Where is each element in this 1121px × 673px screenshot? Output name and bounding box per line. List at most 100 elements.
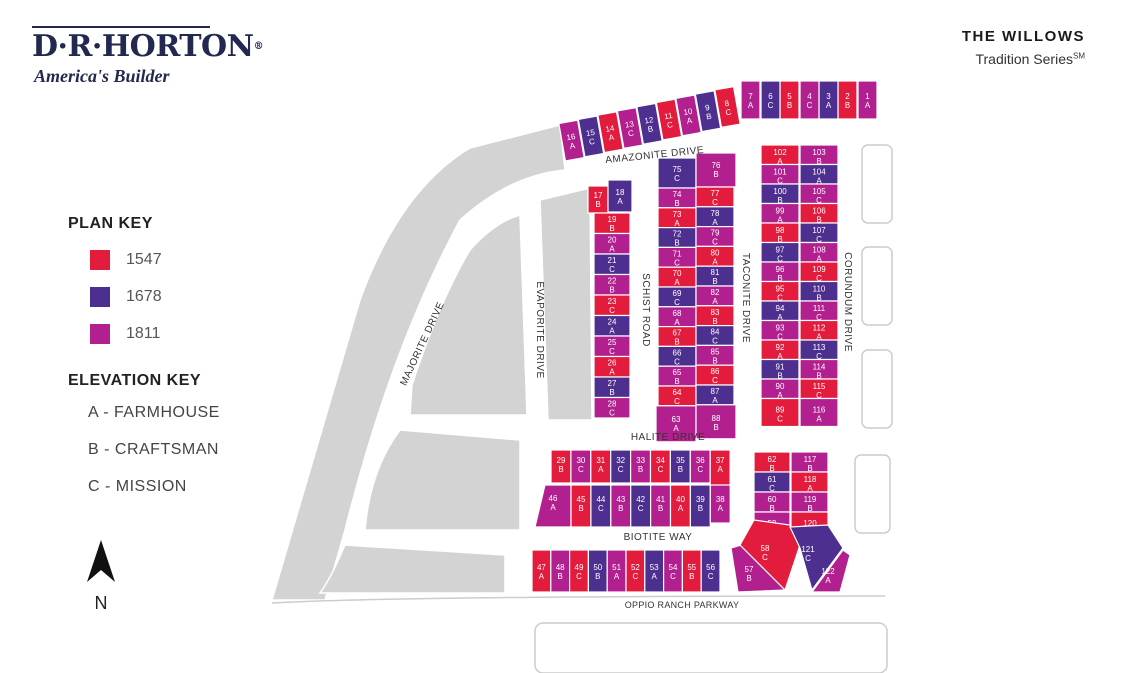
lot-67[interactable]: 67B	[657, 326, 697, 348]
lot-80[interactable]: 80A	[695, 245, 735, 267]
lot-74[interactable]: 74B	[657, 187, 697, 209]
lot-22[interactable]: 22B	[593, 273, 631, 296]
lot-93[interactable]: 93C	[760, 319, 800, 342]
lot-96[interactable]: 96B	[760, 261, 800, 283]
lot-89[interactable]: 89C	[760, 397, 800, 428]
lot-95[interactable]: 95C	[760, 280, 800, 303]
lot-23[interactable]: 23C	[593, 294, 631, 317]
lot-37[interactable]: 37A	[709, 449, 731, 491]
lot-92[interactable]: 92A	[760, 339, 800, 361]
lot-2[interactable]: 2B	[837, 80, 858, 120]
lot-34[interactable]: 34C	[649, 449, 671, 484]
lot-54[interactable]: 54C	[662, 549, 683, 593]
lot-41[interactable]: 41B	[649, 484, 672, 528]
lot-81[interactable]: 81B	[695, 265, 735, 287]
lot-82[interactable]: 82A	[695, 285, 735, 307]
lot-29[interactable]: 29B	[550, 449, 572, 484]
lot-61[interactable]: 61C	[753, 471, 791, 493]
lot-77[interactable]: 77C	[695, 186, 735, 208]
lot-36[interactable]: 36C	[689, 449, 711, 484]
lot-49[interactable]: 49C	[568, 549, 589, 593]
lot-20[interactable]: 20A	[593, 232, 631, 255]
lot-47[interactable]: 47A	[531, 549, 552, 593]
lot-86[interactable]: 86C	[695, 364, 735, 386]
lot-75[interactable]: 75C	[657, 157, 697, 189]
lot-30[interactable]: 30C	[570, 449, 592, 484]
lot-4[interactable]: 4C	[799, 80, 820, 120]
lot-35[interactable]: 35B	[669, 449, 691, 484]
lot-56[interactable]: 56C	[700, 549, 721, 593]
lot-48[interactable]: 48B	[550, 549, 571, 593]
lot-44[interactable]: 44C	[590, 484, 612, 528]
lot-16[interactable]: 16A	[558, 119, 585, 162]
lot-31[interactable]: 31A	[590, 449, 612, 484]
lot-21[interactable]: 21C	[593, 253, 631, 276]
lot-8[interactable]: 8C	[714, 85, 741, 129]
lot-15[interactable]: 15C	[577, 115, 605, 158]
lot-51[interactable]: 51A	[606, 549, 627, 593]
lot-85[interactable]: 85B	[695, 344, 735, 366]
lot-18[interactable]: 18A	[607, 179, 633, 213]
lot-33[interactable]: 33B	[629, 449, 652, 484]
lot-52[interactable]: 52C	[625, 549, 646, 593]
lot-69[interactable]: 69C	[657, 286, 697, 308]
lot-12[interactable]: 12B	[636, 102, 663, 145]
lot-71[interactable]: 71C	[657, 246, 697, 268]
lot-17[interactable]: 17B	[587, 185, 609, 214]
lot-73[interactable]: 73A	[657, 207, 697, 229]
lot-38[interactable]: 38A	[709, 484, 731, 524]
lot-5[interactable]: 5B	[779, 80, 800, 120]
lot-9[interactable]: 9B	[694, 90, 722, 133]
lot-94[interactable]: 94A	[760, 300, 800, 322]
lot-76[interactable]: 76B	[695, 152, 737, 188]
lot-7[interactable]: 7A	[740, 80, 761, 120]
lot-68[interactable]: 68A	[657, 306, 697, 328]
lot-14[interactable]: 14A	[597, 111, 624, 154]
lot-40[interactable]: 40A	[669, 484, 691, 528]
lot-62[interactable]: 62B	[753, 451, 791, 473]
lot-46[interactable]: 46A	[534, 484, 572, 528]
lot-72[interactable]: 72B	[657, 227, 697, 249]
lot-1[interactable]: 1A	[857, 80, 878, 120]
lot-27[interactable]: 27B	[593, 376, 631, 399]
lot-65[interactable]: 65B	[657, 365, 697, 387]
lot-6[interactable]: 6C	[760, 80, 781, 120]
lot-63[interactable]: 63A	[655, 405, 697, 443]
lot-83[interactable]: 83B	[695, 305, 735, 327]
lot-19[interactable]: 19B	[593, 212, 631, 235]
lot-43[interactable]: 43B	[610, 484, 632, 528]
lot-91[interactable]: 91B	[760, 358, 800, 381]
lot-84[interactable]: 84C	[695, 325, 735, 347]
lot-25[interactable]: 25C	[593, 335, 631, 358]
lot-64[interactable]: 64C	[657, 385, 697, 407]
lot-53[interactable]: 53A	[644, 549, 665, 593]
lot-42[interactable]: 42C	[630, 484, 652, 528]
lot-66[interactable]: 66C	[657, 345, 697, 367]
lot-90[interactable]: 90A	[760, 378, 800, 400]
lot-98[interactable]: 98B	[760, 222, 800, 244]
lot-39[interactable]: 39B	[689, 484, 711, 528]
lot-50[interactable]: 50B	[587, 549, 608, 593]
lot-26[interactable]: 26A	[593, 355, 631, 378]
lot-24[interactable]: 24A	[593, 314, 631, 337]
lot-79[interactable]: 79C	[695, 226, 735, 248]
lot-32[interactable]: 32C	[610, 449, 632, 484]
